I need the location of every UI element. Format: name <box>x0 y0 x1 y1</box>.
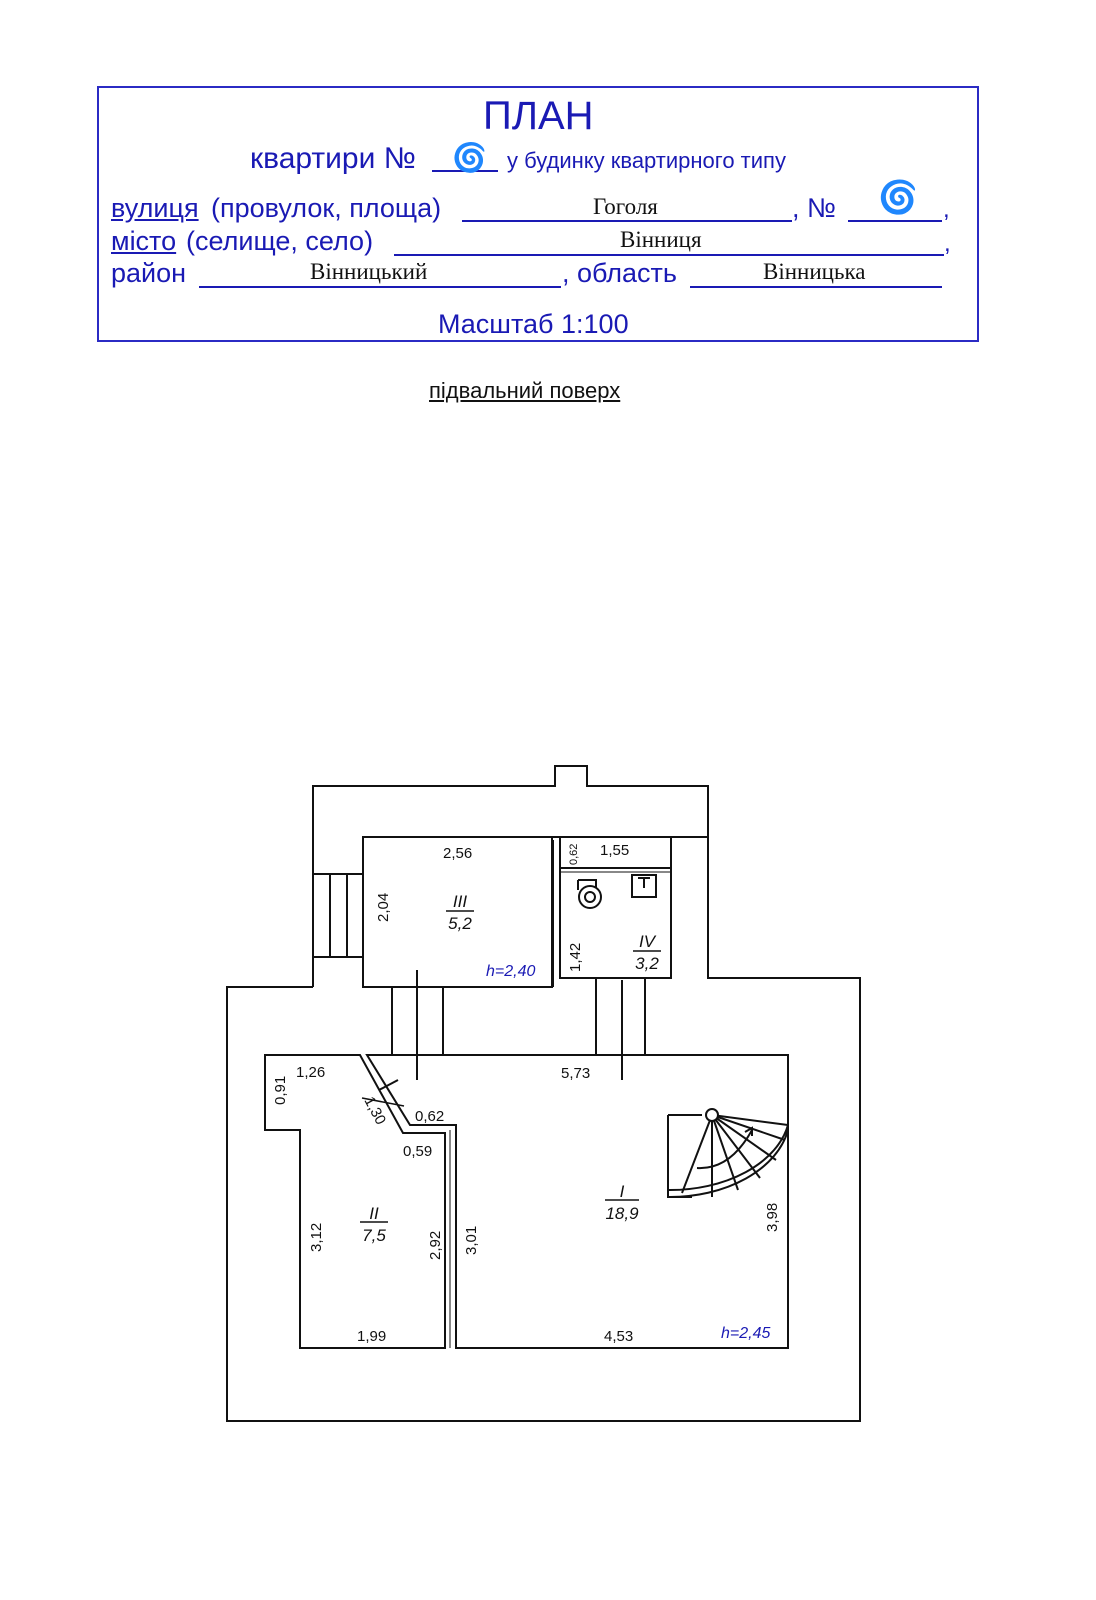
dim-r2-top: 1,26 <box>296 1064 325 1081</box>
dim-r1-bottom: 4,53 <box>604 1328 633 1345</box>
room-III-height: h=2,40 <box>486 963 535 980</box>
room-I-number: I <box>620 1182 625 1201</box>
dim-r1-right: 3,98 <box>764 1203 781 1232</box>
dim-r3-left: 2,04 <box>375 893 392 922</box>
dim-r3-top: 2,56 <box>443 845 472 862</box>
house-number-label: , № <box>792 193 836 223</box>
dim-r2-right: 2,92 <box>427 1231 444 1260</box>
dim-r4-small: 0,62 <box>568 844 580 865</box>
room-II-area: 7,5 <box>362 1226 386 1245</box>
title-block <box>97 86 979 342</box>
district-value: Вінницький <box>310 259 428 284</box>
dim-r4-left: 1,42 <box>567 943 584 972</box>
dim-r4-top: 1,55 <box>600 842 629 859</box>
apartment-label: квартири № <box>250 142 416 175</box>
room-IV-number: IV <box>639 932 657 951</box>
room-III-area: 5,2 <box>448 914 472 933</box>
outer-wall <box>226 765 861 1422</box>
region-value: Вінницька <box>763 259 866 284</box>
dim-r1-top: 5,73 <box>561 1065 590 1082</box>
doorway-III <box>391 970 444 1080</box>
dim-r2-left-top: 0,91 <box>272 1076 289 1105</box>
street-value: Гоголя <box>593 194 658 219</box>
street-label-alt: (провулок, площа) <box>211 193 442 223</box>
plan-title: ПЛАН <box>483 94 594 138</box>
city-label-alt: (селище, село) <box>186 226 374 256</box>
dim-r1-left: 3,01 <box>463 1226 480 1255</box>
street-label: вулиця <box>111 193 199 223</box>
apartment-suffix: у будинку квартирного типу <box>507 148 786 173</box>
room-II-number: II <box>369 1204 379 1223</box>
spiral-staircase <box>667 1108 789 1199</box>
sink-icon <box>631 874 657 898</box>
door-mark <box>378 1079 399 1091</box>
room-IV-outline <box>559 836 672 979</box>
room-I-area: 18,9 <box>605 1204 639 1223</box>
comma: , <box>943 196 950 223</box>
room-II-outline <box>264 1054 446 1349</box>
room-I-outline <box>365 1054 789 1349</box>
toilet-icon <box>577 879 602 909</box>
spiral-stamp-icon: 🌀 <box>452 142 487 173</box>
region-label: , область <box>562 258 677 288</box>
dim-r2-step: 0,62 <box>415 1108 444 1125</box>
floor-label: підвальний поверх <box>429 378 621 403</box>
district-label: район <box>111 258 187 288</box>
doorway-IV <box>595 978 646 1080</box>
spiral-stamp-icon: 🌀 <box>878 179 918 215</box>
room-I-height: h=2,45 <box>721 1325 770 1342</box>
dim-r2-left: 3,12 <box>308 1223 325 1252</box>
city-label: місто <box>111 226 177 256</box>
city-value: Вінниця <box>620 227 702 252</box>
dim-r2-bottom: 1,99 <box>357 1328 386 1345</box>
scale-label: Масштаб 1:100 <box>438 309 629 339</box>
entry-stairs <box>312 873 364 958</box>
comma: , <box>944 230 951 257</box>
room-III-number: III <box>453 892 467 911</box>
dim-r2-step2: 0,59 <box>403 1143 432 1160</box>
room-IV-area: 3,2 <box>635 954 659 973</box>
